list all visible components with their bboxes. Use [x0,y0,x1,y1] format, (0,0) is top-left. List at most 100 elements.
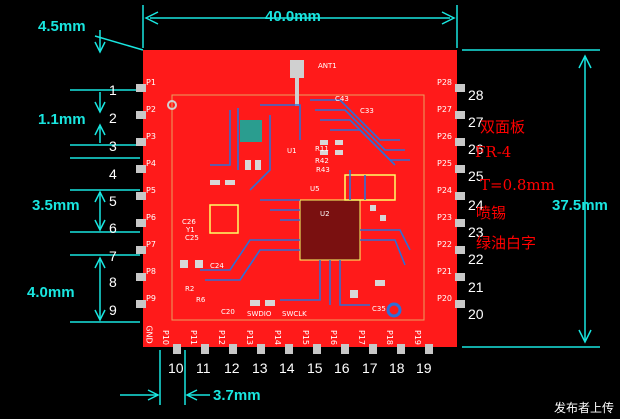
bottom-pin-label: P10 [161,329,171,346]
bottom-pin-number: 11 [196,360,211,376]
bottom-pin-label: P13 [245,329,255,346]
antenna-trace [295,76,299,106]
trace-group [200,99,411,306]
left-pin-number: 1 [109,82,117,98]
via-large [386,302,402,318]
silk-label: Y1 [186,226,195,234]
right-pads [455,84,465,308]
silk-label: R43 [316,166,330,174]
watermark: 发布者上传 [553,401,614,415]
bottom-pin-label: P18 [385,329,395,346]
left-pin-number: 3 [109,138,117,154]
right-pin-number: 21 [468,279,484,295]
silk-label: U5 [310,185,320,193]
silk-label: C25 [185,234,199,242]
bottom-pin-label: P14 [273,329,283,346]
bottom-pin-label: P15 [301,329,311,346]
via-small [167,100,177,110]
left-pin-label: P3 [146,132,156,141]
note-board-type: 双面板 [480,118,526,136]
left-pin-number: 5 [109,193,117,209]
note-thickness: T=0.8mm [480,176,555,194]
bottom-pin-number: 19 [416,360,432,376]
dim-top-margin: 4.5mm [38,18,86,35]
bottom-pads [173,344,433,354]
silk-label: R6 [196,296,206,304]
left-pin-label: P8 [146,267,156,276]
left-pin-label: P2 [146,105,156,114]
bottom-pin-label: P12 [217,329,227,346]
left-pin-number: 8 [109,274,117,290]
right-pin-number: 27 [468,114,484,130]
note-material: FR-4 [475,143,512,161]
left-pin-label: P1 [146,78,156,87]
right-pin-label: P28 [437,78,453,87]
dim-top-width: 40.0mm [265,8,321,25]
dim-pad-width: 1.1mm [38,111,86,128]
right-pin-number: 20 [468,306,484,322]
bottom-pin-number: 18 [389,360,405,376]
right-pin-label: P26 [437,132,453,141]
right-pin-number: 28 [468,87,484,103]
note-solder-mask: 绿油白字 [476,234,537,252]
dim-pad-span-side: 4.0mm [27,284,75,301]
antenna-label: ANT1 [318,62,337,70]
left-pin-number: 9 [109,302,117,318]
left-pin-number: 4 [109,166,117,182]
left-pin-number: 7 [109,248,117,264]
bottom-pin-number: 14 [279,360,295,376]
left-pin-label: P6 [146,213,156,222]
bottom-pin-label: P16 [329,329,339,346]
silk-label: R42 [315,157,329,165]
right-pin-number: 26 [468,141,484,157]
bottom-pin-number: 16 [334,360,350,376]
note-finish: 喷锡 [476,204,507,222]
silk-label: R2 [185,285,195,293]
dim-right-height: 37.5mm [552,197,608,214]
bottom-pin-number: 13 [252,360,268,376]
dimension-lines [70,5,600,405]
right-pin-label: P25 [437,159,453,168]
right-pin-label: P20 [437,294,453,303]
right-pin-label: P24 [437,186,453,195]
silk-label: U1 [287,147,297,155]
left-pin-label: P5 [146,186,156,195]
silk-label: C43 [335,95,349,103]
bottom-pin-label: P11 [189,329,199,346]
silk-label: C35 [372,305,386,313]
silk-label: C26 [182,218,196,226]
silk-label: C20 [221,308,235,316]
right-pin-number: 24 [468,197,484,213]
corner-label: GND [144,325,154,344]
right-pin-number: 25 [468,168,484,184]
left-pin-label: P7 [146,240,156,249]
pcb-board [143,50,457,347]
silk-label: C24 [210,262,224,270]
component-pads [180,140,386,306]
right-pin-label: P23 [437,213,453,222]
antenna-pad [290,60,304,78]
right-pin-label: P27 [437,105,453,114]
silk-label: SWCLK [282,310,307,318]
right-pin-label: P22 [437,240,453,249]
right-pin-label: P21 [437,267,453,276]
silk-label: C33 [360,107,374,115]
left-pin-label: P9 [146,294,156,303]
right-pin-number: 22 [468,251,484,267]
silk-label: U2 [320,210,330,218]
bottom-pin-number: 15 [307,360,323,376]
dim-bottom-pitch: 3.7mm [213,387,261,404]
silk-label: R11 [315,145,329,153]
bottom-pin-number: 17 [362,360,378,376]
left-pin-number: 6 [109,220,117,236]
left-pin-number: 2 [109,110,117,126]
chip-u2 [299,199,361,261]
dim-pad-pitch-side: 3.5mm [32,197,80,214]
left-pin-label: P4 [146,159,156,168]
bottom-pin-number: 12 [224,360,240,376]
right-pin-number: 23 [468,224,484,240]
left-pads [136,84,146,308]
chip-u5 [344,174,396,201]
chip-u1 [240,120,262,142]
